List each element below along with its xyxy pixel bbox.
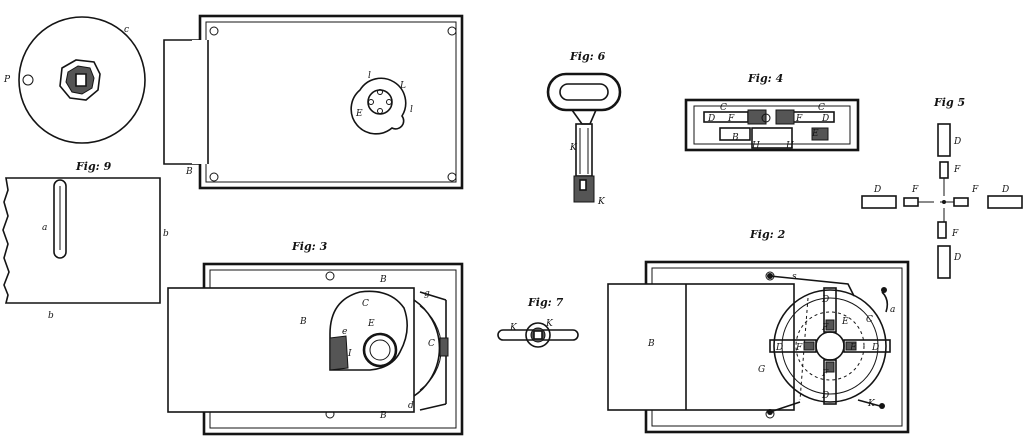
fig2-label-F-top: F [821, 323, 829, 333]
fig2-label-G: G [758, 365, 765, 375]
fig3: Fig: 3 B C E e I C B B g d [167, 240, 464, 436]
fig2-label-D-left: D [775, 343, 783, 353]
fig5-label-D-top: D [953, 137, 961, 147]
fig9-title: Fig: 9 [75, 160, 112, 173]
fig1-lock-case: l L E l B [163, 14, 464, 190]
fig3-label-I: I [347, 349, 352, 359]
fig5-label-F-left: F [911, 185, 919, 195]
fig1-label-E: E [355, 109, 363, 119]
fig5-title: Fig 5 [933, 96, 965, 109]
fig2-label-D-bottom: D [821, 391, 829, 401]
fig4-label-E: E [811, 129, 819, 139]
fig1-label-L: L [399, 81, 406, 91]
fig9: Fig: 9 a b b [2, 160, 169, 321]
fig3-label-d: d [408, 401, 414, 411]
fig3-label-B-top: B [379, 275, 387, 285]
disc-label-p: P [3, 75, 11, 85]
fig6-label-K-bit: K [597, 197, 606, 207]
fig4-label-F-left: F [727, 114, 735, 124]
fig2-label-F-bottom: F [821, 369, 829, 379]
fig5-label-F-bottom: F [951, 229, 959, 239]
fig7-label-K-right: K [545, 319, 554, 329]
fig6-key: Fig: 6 K K [546, 50, 622, 207]
fig3-label-B-bottom: B [379, 411, 387, 421]
fig9-label-b-bottom: b [48, 311, 54, 321]
fig5-label-D-bottom: D [953, 253, 961, 263]
fig4-label-H-left: H [751, 141, 760, 151]
fig5-label-D-right: D [1001, 185, 1009, 195]
fig2-label-D-top: D [821, 295, 829, 305]
fig4-title: Fig: 4 [747, 72, 783, 85]
fig3-label-E: E [367, 319, 375, 329]
fig2-label-D-right: D [871, 343, 879, 353]
fig2-label-a: a [890, 305, 895, 315]
fig7-label-K-left: K [509, 323, 518, 333]
disc-figure: c P [3, 16, 146, 144]
fig1-label-l-top: l [368, 71, 371, 81]
fig4-label-H-right: H [785, 141, 794, 151]
fig7-title: Fig: 7 [527, 296, 564, 309]
fig2-label-K: K [867, 399, 876, 409]
fig3-label-g: g [424, 289, 430, 299]
fig5: Fig 5 D F D F F D F D [861, 96, 1023, 279]
fig2-label-B: B [647, 339, 655, 349]
fig6-title: Fig: 6 [569, 50, 606, 63]
fig6-label-K-stem: K [569, 143, 578, 153]
disc-label-c: c [124, 25, 129, 35]
fig2-label-C: C [866, 315, 873, 325]
fig2-title: Fig: 2 [749, 228, 786, 241]
fig7: Fig: 7 K K [497, 296, 579, 348]
fig3-label-e: e [342, 327, 347, 337]
fig4-label-B: B [731, 133, 739, 143]
fig4-label-D-left: D [707, 114, 715, 124]
fig4-label-D-right: D [821, 114, 829, 124]
fig3-label-C-upper: C [362, 299, 369, 309]
fig1-label-B: B [185, 167, 193, 177]
fig3-label-C-right: C [428, 339, 435, 349]
fig2-label-E: E [841, 317, 849, 327]
fig2: Fig: 2 B s D F E C D F F [607, 228, 910, 434]
fig1-label-l-right: l [410, 105, 413, 115]
fig5-label-D-left: D [873, 185, 881, 195]
fig2-label-s: s [792, 272, 797, 282]
fig9-label-b-right: b [163, 229, 169, 239]
fig9-label-a: a [42, 223, 47, 233]
fig2-label-F-right: F [849, 343, 857, 353]
fig4-label-F-right: F [795, 114, 803, 124]
fig4: Fig: 4 C C D D F F B H H E [684, 72, 860, 152]
fig4-label-C-left: C [720, 103, 727, 113]
fig5-label-F-top: F [953, 165, 961, 175]
fig5-label-F-right: F [971, 185, 979, 195]
fig3-label-B: B [299, 317, 307, 327]
fig4-label-C-right: C [818, 103, 825, 113]
fig2-label-F-left: F [795, 343, 803, 353]
fig3-title: Fig: 3 [291, 240, 328, 253]
